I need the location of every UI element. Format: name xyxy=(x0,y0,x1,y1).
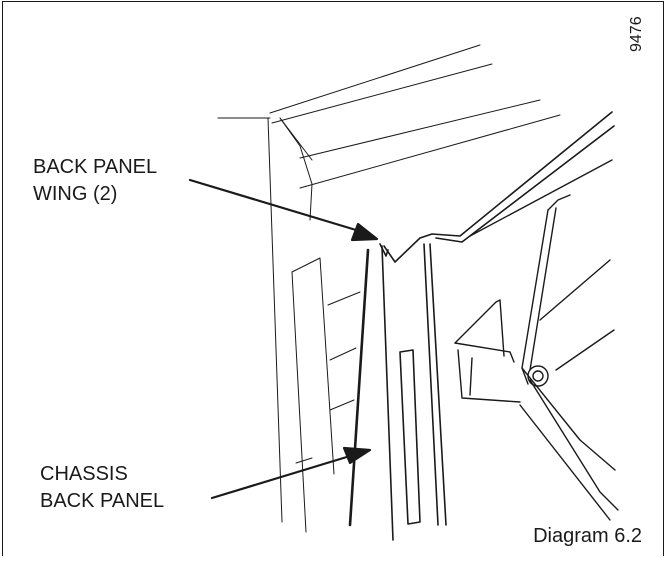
label-back-panel-wing-line1: BACK PANEL xyxy=(33,156,158,178)
arrow-back-panel-wing xyxy=(188,178,379,242)
label-back-panel-wing-line2: WING (2) xyxy=(33,183,118,205)
inner-frame-and-bracket xyxy=(454,159,619,521)
top-panel-lines xyxy=(217,44,561,189)
left-side-panel xyxy=(267,117,361,533)
drawing-id: 9476 xyxy=(628,16,645,52)
label-chassis-back-panel-line2: BACK PANEL xyxy=(40,490,165,512)
label-back-panel-wing: BACK PANEL WING (2) xyxy=(33,154,157,208)
diagram-frame xyxy=(2,1,664,556)
label-chassis-back-panel-line1: CHASSIS xyxy=(40,463,128,485)
diagram-caption: Diagram 6.2 xyxy=(533,525,642,547)
label-chassis-back-panel: CHASSIS BACK PANEL xyxy=(40,461,164,515)
arrow-chassis-back-panel xyxy=(210,446,372,500)
chassis-back-panel xyxy=(348,111,615,541)
